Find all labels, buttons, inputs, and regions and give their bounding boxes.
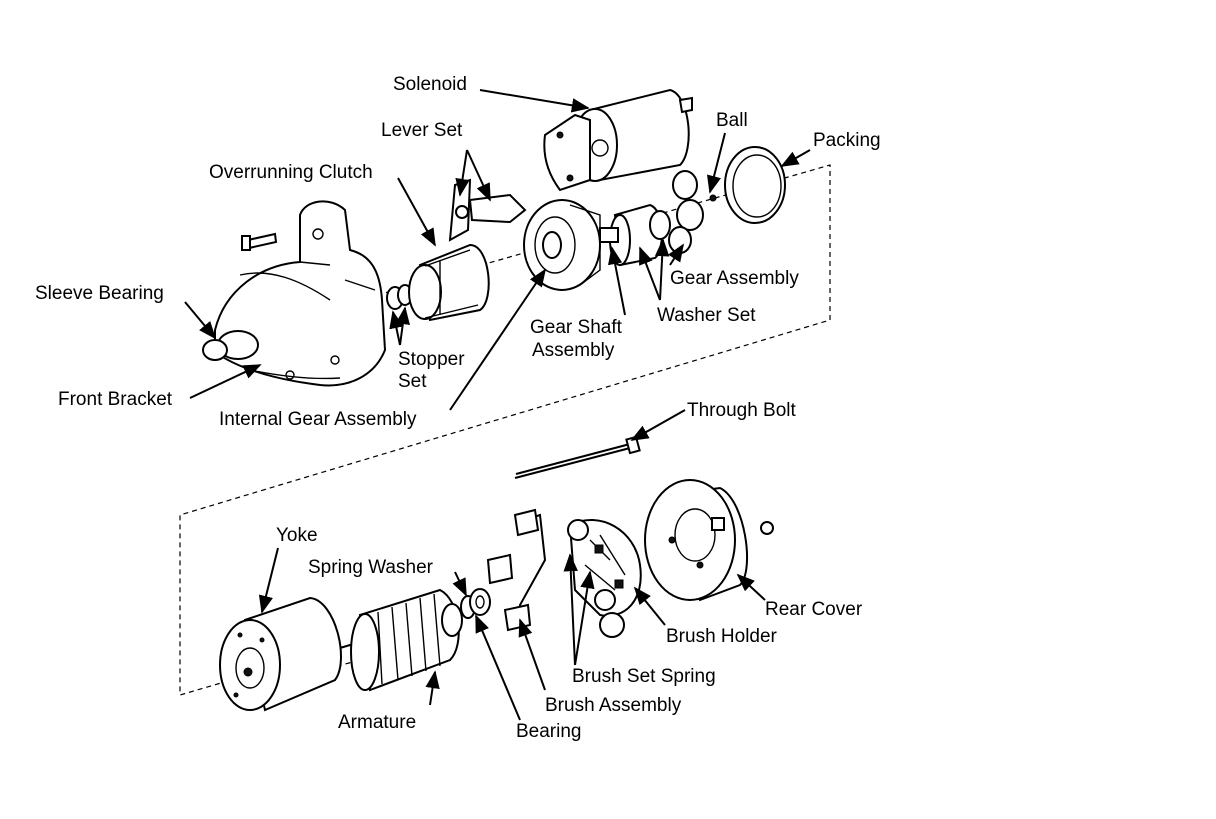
label-brush-assembly: Brush Assembly	[545, 695, 682, 716]
label-bearing: Bearing	[516, 721, 582, 742]
bracket-bolt-part	[241, 232, 278, 251]
brush-assembly-part	[486, 508, 547, 632]
armature-part	[339, 588, 463, 692]
label-gear-shaft-assembly: Assembly	[532, 340, 615, 361]
rear-cover-part	[644, 479, 748, 602]
label-yoke: Yoke	[276, 525, 318, 546]
label-washer-set: Washer Set	[657, 305, 756, 326]
label-spring-washer: Spring Washer	[308, 557, 433, 578]
label-through-bolt: Through Bolt	[687, 400, 796, 421]
label-stopper: Stopper	[398, 349, 465, 370]
label-sleeve-bearing: Sleeve Bearing	[35, 283, 164, 304]
label-gear-shaft: Gear Shaft	[530, 317, 622, 338]
yoke-part	[219, 596, 342, 712]
label-solenoid: Solenoid	[393, 74, 467, 95]
rear-cover-screw-part	[760, 521, 774, 535]
label-internal-gear-assembly: Internal Gear Assembly	[219, 409, 417, 430]
label-set: Set	[398, 371, 427, 392]
label-gear-assembly: Gear Assembly	[670, 268, 799, 289]
label-brush-holder: Brush Holder	[666, 626, 777, 647]
label-brush-set-spring: Brush Set Spring	[572, 666, 716, 687]
overrunning-clutch-part	[408, 243, 490, 322]
label-packing: Packing	[813, 130, 881, 151]
label-rear-cover: Rear Cover	[765, 599, 863, 620]
leader-arrows	[184, 89, 811, 721]
internal-gear-assembly-part	[523, 199, 601, 291]
brush-holder-part	[567, 519, 642, 638]
label-overrunning-clutch: Overrunning Clutch	[209, 162, 373, 183]
bearing-part	[469, 588, 491, 616]
through-bolt-part	[514, 435, 641, 479]
ball-part	[709, 194, 717, 202]
label-lever-set: Lever Set	[381, 120, 463, 141]
front-bracket-part	[202, 200, 387, 387]
solenoid-part	[543, 88, 693, 192]
packing-part	[724, 146, 786, 224]
label-armature: Armature	[338, 712, 417, 733]
label-front-bracket: Front Bracket	[58, 389, 173, 410]
gear-assembly-part	[649, 170, 704, 254]
label-ball: Ball	[716, 110, 748, 131]
